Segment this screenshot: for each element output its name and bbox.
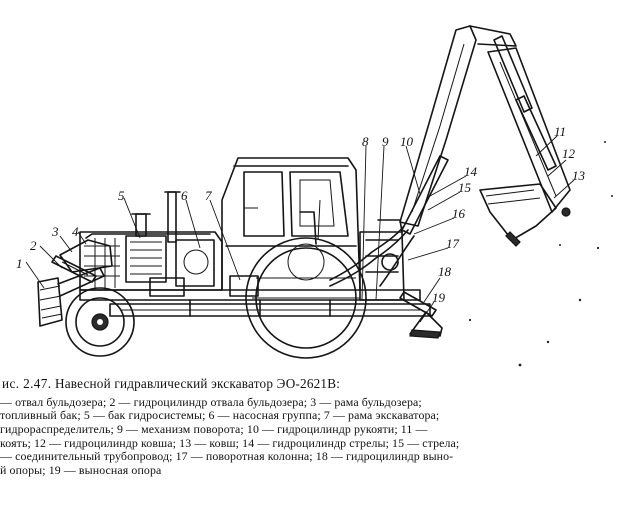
rear-wheel [245,237,367,359]
dipper-stick [487,35,571,213]
callout-14: 14 [464,164,478,179]
legend-block: — отвал бульдозера; 2 — гидроцилиндр отв… [0,394,627,478]
hydraulic-hoses [329,225,415,287]
callout-11: 11 [554,124,566,139]
legend-line: топливный бак; 5 — бак гидросистемы; 6 —… [0,408,440,423]
legend-line: — соединительный трубопровод; 17 — повор… [0,449,454,464]
legend-line: коять; 12 — гидроцилиндр ковша; 13 — ков… [0,435,460,450]
callout-7: 7 [205,188,212,203]
callout-12: 12 [562,146,576,161]
callout-10: 10 [400,134,414,149]
callout-5: 5 [118,188,125,203]
callout-15: 15 [458,180,472,195]
callout-leaders [25,135,575,323]
callout-1: 1 [16,256,23,271]
caption-title: ис. 2.47. Навесной гидравлический экскав… [2,376,627,392]
outrigger [399,291,443,339]
operator-cab [221,157,361,291]
front-wheel [65,287,135,357]
callout-2: 2 [30,238,37,253]
excavator-drawing: 1 2 3 4 5 6 7 8 9 10 11 12 13 14 15 16 1… [16,25,613,367]
callout-17: 17 [446,236,460,251]
callout-16: 16 [452,206,466,221]
callout-18: 18 [438,264,452,279]
excavator-svg: 1 2 3 4 5 6 7 8 9 10 11 12 13 14 15 16 1… [16,25,613,367]
boom [399,25,517,227]
callout-8: 8 [362,134,369,149]
figure-title: Навесной гидравлический экскаватор ЭО-26… [54,376,341,391]
figure-caption: ис. 2.47. Навесной гидравлический экскав… [0,376,627,477]
legend-line: — отвал бульдозера; 2 — гидроцилиндр отв… [0,394,422,409]
callout-6: 6 [181,188,188,203]
tractor-hood [79,191,223,291]
legend-line: гидрораспределитель; 9 — механизм поворо… [0,422,428,437]
bucket [479,183,571,247]
callout-9: 9 [382,134,389,149]
legend-line: й опоры; 19 — выносная опора [0,462,162,477]
ground-marks [468,141,613,367]
callout-3: 3 [51,224,59,239]
figure-label: ис. 2.47. [2,376,52,391]
callout-4: 4 [72,224,79,239]
callout-13: 13 [572,168,586,183]
boom-cylinder [401,155,449,235]
callout-numbers: 1 2 3 4 5 6 7 8 9 10 11 12 13 14 15 16 1… [16,124,586,305]
callout-19: 19 [432,290,446,305]
